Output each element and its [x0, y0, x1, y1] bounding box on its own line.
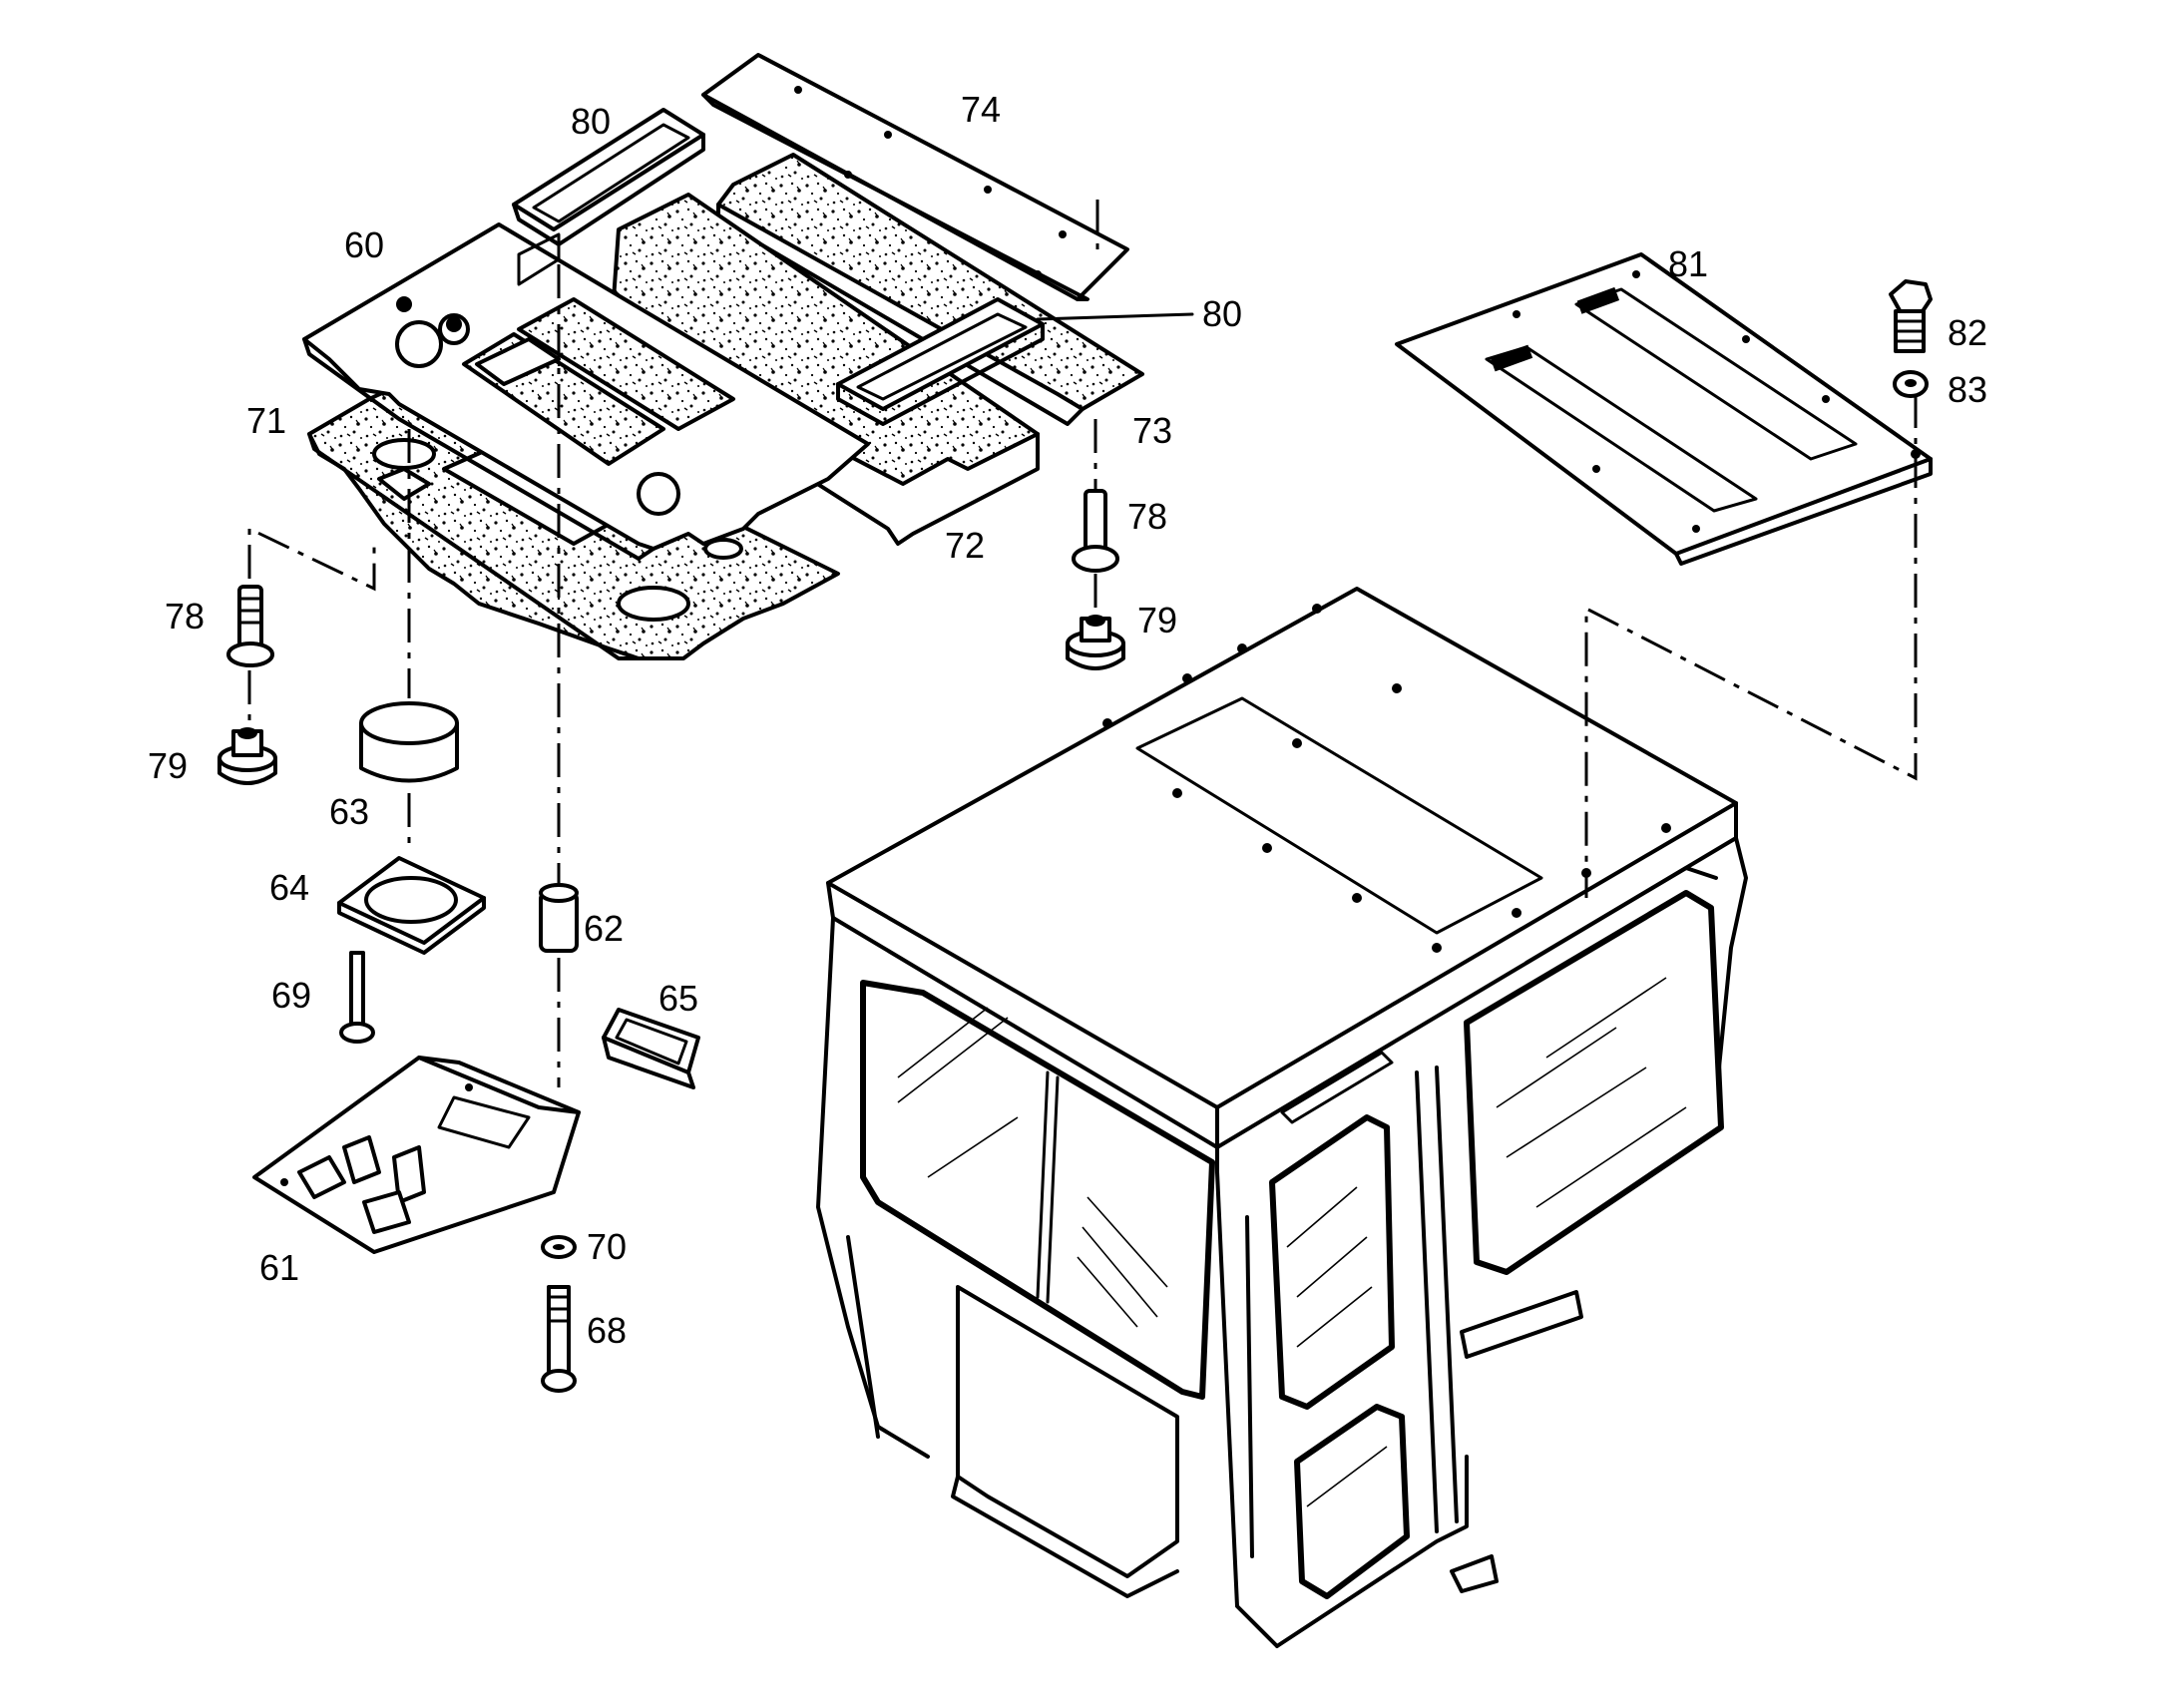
- part-61-tray: [252, 1056, 581, 1254]
- part-79-mount-right: [1066, 615, 1125, 670]
- callout-68: 68: [587, 1310, 627, 1351]
- callout-72: 72: [945, 525, 985, 566]
- part-73-insulation-mat: [716, 153, 1144, 426]
- callout-81: 81: [1668, 243, 1708, 284]
- callout-80-top: 80: [571, 101, 611, 142]
- callout-69: 69: [271, 975, 311, 1016]
- part-70-washer: [541, 1235, 577, 1259]
- part-63-cylinder: [359, 701, 459, 783]
- part-74-rear-panel: [701, 53, 1129, 301]
- callout-71: 71: [246, 400, 286, 441]
- callout-80-right: 80: [1202, 293, 1242, 334]
- part-60-floor-plate: [302, 222, 870, 561]
- part-78-bolt-right: [1072, 489, 1119, 573]
- callout-78-right: 78: [1127, 496, 1167, 537]
- leader-lines: [1036, 312, 1194, 321]
- callout-74: 74: [961, 89, 1001, 130]
- callout-62: 62: [584, 908, 624, 949]
- callout-63: 63: [329, 791, 369, 832]
- cab-assembly: [816, 587, 1748, 1648]
- callout-65: 65: [658, 978, 698, 1019]
- callout-79-right: 79: [1137, 600, 1177, 640]
- part-82-bolt: [1889, 279, 1933, 353]
- part-65-cover: [602, 1008, 700, 1089]
- callout-64: 64: [269, 867, 309, 908]
- part-78-bolt-left: [226, 585, 274, 667]
- callout-82: 82: [1948, 312, 1987, 353]
- callout-79-left: 79: [148, 745, 188, 786]
- callout-60: 60: [344, 224, 384, 265]
- part-83-washer: [1893, 370, 1929, 398]
- part-62-spacer: [539, 883, 579, 953]
- part-79-mount-left: [217, 727, 277, 785]
- callout-61: 61: [259, 1247, 299, 1288]
- part-80-window-frame-lower: [836, 297, 1045, 426]
- part-81-roof-plate: [1395, 252, 1933, 566]
- callout-83: 83: [1948, 369, 1987, 410]
- callout-73: 73: [1132, 410, 1172, 451]
- callout-70: 70: [587, 1226, 627, 1267]
- callout-labels: 80 74 60 80 81 82 83 71 73 72 78 78 79 7…: [148, 89, 1987, 1351]
- part-68-bolt: [541, 1285, 577, 1393]
- part-64-flange: [337, 856, 486, 955]
- callout-78-left: 78: [165, 596, 205, 637]
- part-69-screw: [339, 951, 375, 1044]
